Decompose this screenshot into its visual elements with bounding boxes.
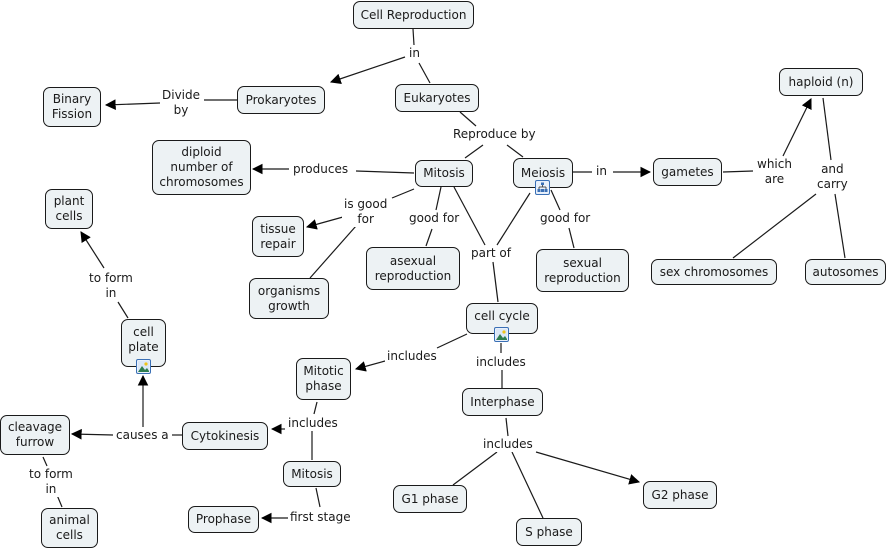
connector (505, 417, 509, 437)
connector (309, 225, 357, 279)
concept-asexual-reproduction[interactable]: asexual reproduction (366, 247, 460, 290)
connector (511, 451, 544, 519)
link-in-gametes[interactable]: in (594, 164, 609, 179)
connector (70, 428, 114, 440)
connector (117, 301, 129, 319)
link-in[interactable]: in (407, 46, 422, 61)
concept-prokaryotes[interactable]: Prokaryotes (237, 86, 325, 114)
concept-prophase[interactable]: Prophase (188, 506, 259, 533)
connector (305, 216, 344, 230)
connector (425, 228, 433, 247)
concept-sexual-reproduction[interactable]: sexual reproduction (536, 249, 629, 292)
connector (459, 111, 477, 127)
concept-mitotic-phase[interactable]: Mitotic phase (296, 358, 351, 400)
link-which-are[interactable]: which are (755, 157, 794, 187)
connector (104, 99, 161, 111)
concept-organisms-growth[interactable]: organisms growth (249, 278, 329, 319)
connector (56, 494, 63, 508)
link-first-stage[interactable]: first stage (288, 510, 353, 525)
link-to-form-in-animal[interactable]: to form in (27, 467, 75, 497)
connector (834, 193, 846, 259)
connector (506, 144, 524, 158)
connector (329, 56, 406, 85)
connector (391, 188, 415, 199)
concept-binary-fission[interactable]: Binary Fission (43, 87, 101, 127)
concept-animal-cells[interactable]: animal cells (41, 508, 98, 548)
link-good-for-sexual[interactable]: good for (538, 211, 593, 226)
link-is-good-for[interactable]: is good for (342, 197, 390, 227)
connector (732, 193, 817, 259)
connector (496, 192, 531, 246)
concept-tissue-repair[interactable]: tissue repair (252, 216, 304, 257)
connector (435, 186, 442, 211)
image-icon[interactable] (136, 359, 151, 374)
concept-haploid[interactable]: haploid (n) (779, 68, 863, 96)
connector (436, 333, 468, 349)
connector (354, 360, 386, 372)
link-reproduce-by[interactable]: Reproduce by (451, 127, 538, 142)
concept-interphase[interactable]: Interphase (462, 388, 543, 416)
connector (313, 401, 318, 415)
link-and-carry[interactable]: and carry (815, 162, 850, 192)
concept-plant-cells[interactable]: plant cells (45, 189, 93, 229)
concept-autosomes[interactable]: autosomes (805, 259, 886, 285)
concept-map-icon[interactable] (535, 180, 550, 195)
concept-s-phase[interactable]: S phase (516, 518, 582, 546)
connector (315, 487, 321, 508)
connector (453, 186, 486, 246)
link-includes-phases[interactable]: includes (481, 437, 535, 452)
link-divide-by[interactable]: Divide by (160, 88, 203, 118)
concept-meiosis[interactable]: Meiosis (513, 158, 573, 188)
concept-mitosis[interactable]: Mitosis (415, 160, 473, 187)
connector (418, 62, 431, 84)
connector (535, 451, 641, 485)
concept-cell-reproduction[interactable]: Cell Reproduction (353, 1, 474, 29)
concept-cell-plate[interactable]: cell plate (121, 319, 166, 367)
link-good-for-asexual[interactable]: good for (407, 211, 462, 226)
connector (42, 456, 48, 467)
link-produces[interactable]: produces (291, 162, 351, 177)
concept-cleavage-furrow[interactable]: cleavage furrow (0, 415, 70, 455)
connector (568, 227, 575, 249)
link-to-form-in-plant[interactable]: to form in (87, 271, 135, 301)
connector (782, 98, 812, 157)
concept-g1-phase[interactable]: G1 phase (393, 485, 467, 513)
concept-sex-chromosomes[interactable]: sex chromosomes (651, 259, 777, 285)
link-includes-mitotic[interactable]: includes (385, 349, 439, 364)
concept-mitosis-stage[interactable]: Mitosis (283, 461, 341, 487)
link-includes-interphase[interactable]: includes (474, 355, 528, 370)
link-includes-cytokinesis[interactable]: includes (286, 416, 340, 431)
connector (492, 261, 499, 303)
connector (822, 97, 832, 161)
connector (550, 189, 561, 211)
connector (464, 144, 484, 159)
link-part-of[interactable]: part of (469, 246, 513, 261)
connector (80, 231, 105, 269)
connector (452, 451, 498, 486)
concept-eukaryotes[interactable]: Eukaryotes (395, 84, 479, 112)
connector (355, 170, 415, 174)
connector (412, 28, 415, 46)
concept-cytokinesis[interactable]: Cytokinesis (182, 422, 268, 450)
concept-g2-phase[interactable]: G2 phase (643, 481, 717, 509)
link-causes-a[interactable]: causes a (114, 428, 171, 443)
connector (722, 170, 754, 173)
image-icon[interactable] (494, 327, 509, 342)
concept-diploid-number[interactable]: diploid number of chromosomes (152, 140, 251, 195)
concept-gametes[interactable]: gametes (653, 158, 722, 186)
